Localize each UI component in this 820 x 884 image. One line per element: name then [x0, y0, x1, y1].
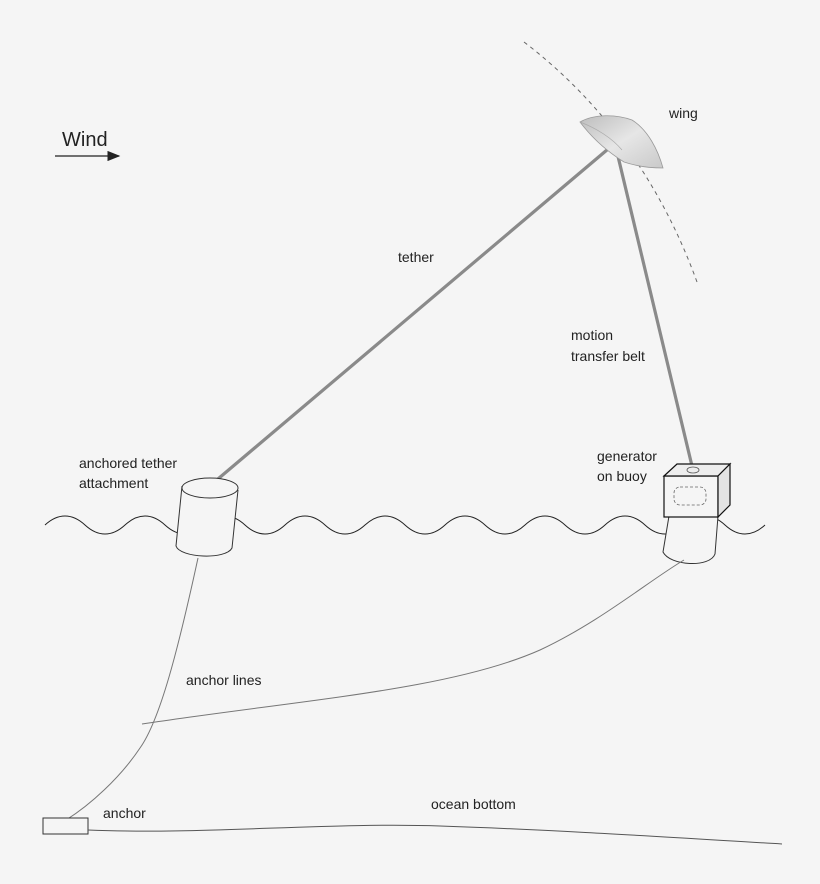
anchored-tether-attachment-label-line2: attachment	[79, 475, 148, 491]
flight-path-arc	[523, 41, 698, 283]
anchor-label: anchor	[103, 805, 146, 821]
anchor-block	[42, 817, 89, 835]
anchored-tether-attachment-label-line1: anchored tether	[79, 455, 177, 471]
wind-indicator: Wind	[55, 129, 121, 162]
ocean-bottom-line	[87, 824, 783, 845]
motion-transfer-belt-label-line2: transfer belt	[571, 348, 645, 364]
motion-transfer-belt-line	[614, 146, 694, 468]
generator-label-line2: on buoy	[597, 468, 647, 484]
anchor-line-right	[141, 559, 685, 725]
wind-label: Wind	[62, 129, 108, 151]
tether-attachment-buoy	[175, 477, 239, 557]
generator-buoy	[662, 462, 732, 565]
wing-shape	[579, 115, 664, 169]
ocean-bottom-label: ocean bottom	[431, 796, 516, 812]
motion-transfer-belt-label-line1: motion	[571, 327, 613, 343]
tether-line	[210, 142, 616, 486]
wing-label: wing	[668, 105, 698, 121]
ocean-surface-wave	[44, 515, 766, 535]
generator-icon	[673, 486, 707, 506]
generator-label-line1: generator	[597, 448, 657, 464]
tether-label: tether	[398, 249, 434, 265]
anchor-line-left	[65, 557, 199, 821]
anchor-lines-label: anchor lines	[186, 672, 262, 688]
